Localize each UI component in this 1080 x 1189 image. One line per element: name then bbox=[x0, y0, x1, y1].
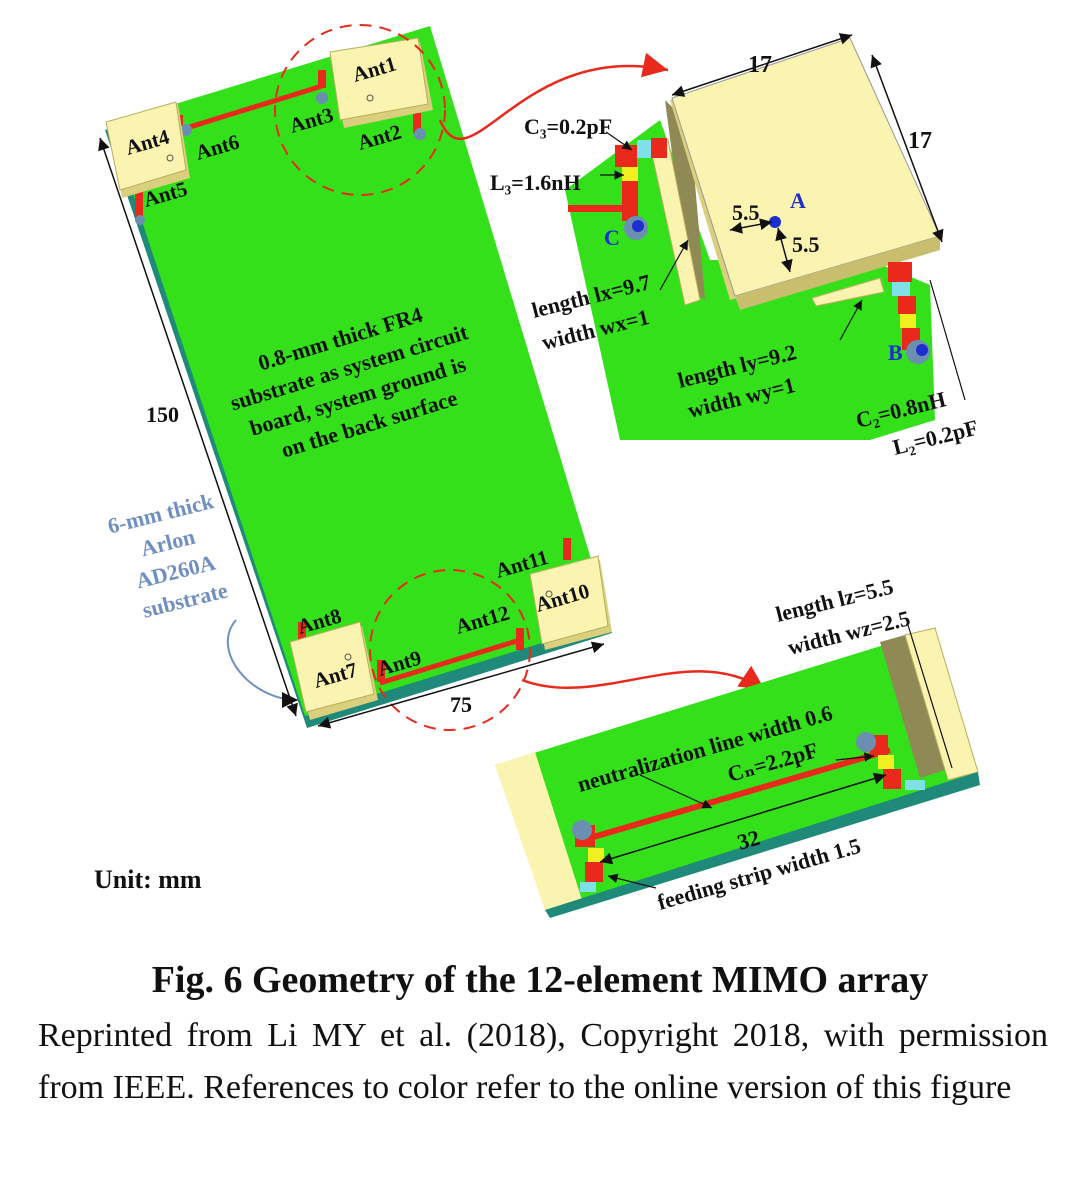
label-c3: C₃=0.2pF bbox=[524, 114, 612, 139]
unit-label: Unit: mm bbox=[94, 865, 202, 894]
dimension-line-width bbox=[317, 641, 605, 729]
dimension-length-label: 150 bbox=[146, 402, 179, 427]
offset-y-label: 5.5 bbox=[792, 232, 820, 257]
zoom-arrow-bottom bbox=[521, 665, 766, 692]
detail-top bbox=[565, 33, 966, 440]
point-b-label: B bbox=[888, 340, 903, 365]
antenna-block-ant1 bbox=[329, 37, 433, 128]
label-l3: L₃=1.6nH bbox=[490, 170, 581, 195]
dimension-line-length bbox=[98, 137, 298, 717]
zoom-circle-top bbox=[274, 24, 446, 196]
figure-canvas: Ant1Ant2Ant3Ant4Ant5Ant6Ant7Ant8Ant9Ant1… bbox=[94, 24, 981, 918]
offset-x-label: 5.5 bbox=[732, 200, 760, 225]
figure-caption-body: Reprinted from Li MY et al. (2018), Copy… bbox=[38, 1017, 1048, 1106]
dimension-width-label: 75 bbox=[450, 692, 472, 717]
point-c-label: C bbox=[604, 225, 620, 250]
dim-top-width: 17 bbox=[748, 52, 772, 78]
detail-bottom bbox=[495, 624, 980, 918]
substrate-note-arrow bbox=[226, 619, 299, 708]
point-a-label: A bbox=[790, 188, 806, 213]
substrate-note: 6-mm thick Arlon AD260A substrate bbox=[105, 487, 243, 626]
zoom-arrow-top bbox=[438, 52, 669, 141]
antenna-block-ant10 bbox=[529, 555, 612, 650]
dim-top-height: 17 bbox=[908, 128, 932, 154]
figure-caption-title: Fig. 6 Geometry of the 12-element MIMO a… bbox=[151, 959, 929, 1001]
